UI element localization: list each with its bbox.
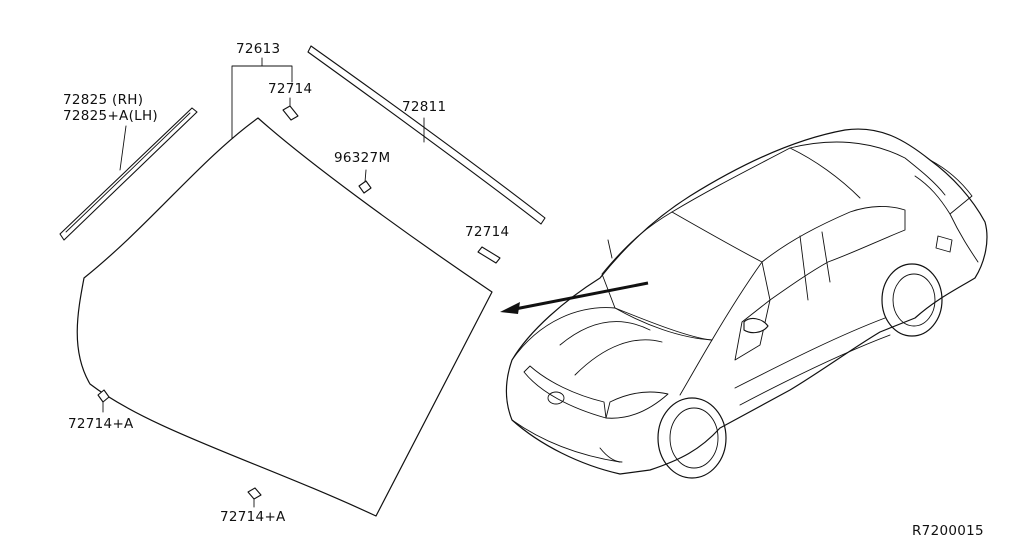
upper-molding-72811[interactable]: [307, 45, 546, 225]
clip-72714-top[interactable]: [282, 97, 299, 121]
clip-72714-right[interactable]: [477, 246, 501, 264]
label-72811: 72811: [402, 99, 446, 115]
label-72714-right: 72714: [465, 224, 509, 240]
label-72825-lh: 72825+A(LH): [63, 108, 158, 124]
side-molding-72825[interactable]: [59, 107, 198, 241]
leader-72613: [231, 57, 293, 139]
label-72714-top: 72714: [268, 81, 312, 97]
label-72714A-left: 72714+A: [68, 416, 134, 432]
clip-72714A-bottom[interactable]: [247, 487, 262, 508]
sedan-car-illustration: [505, 128, 988, 479]
label-72613: 72613: [236, 41, 280, 57]
clip-72714A-left[interactable]: [97, 389, 110, 413]
sensor-bracket-96327M[interactable]: [358, 169, 372, 194]
label-96327M: 96327M: [334, 150, 390, 166]
pointer-arrow: [500, 281, 649, 314]
label-72714A-bottom: 72714+A: [220, 509, 286, 525]
reference-code: R7200015: [912, 523, 984, 539]
windshield-glass[interactable]: [76, 117, 493, 517]
label-72825-rh: 72825 (RH): [63, 92, 143, 108]
